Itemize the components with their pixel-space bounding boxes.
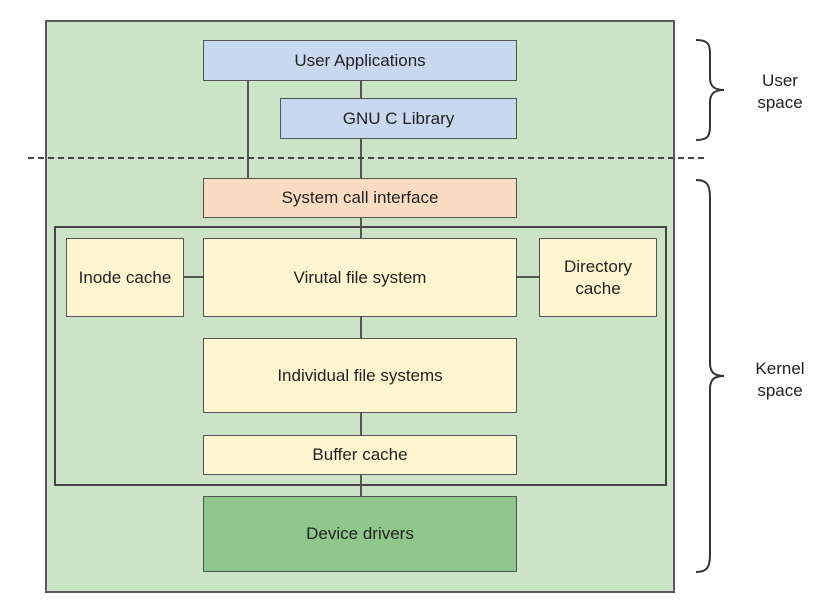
connector-buffer-to-drivers	[360, 475, 362, 496]
kernel-space-label: Kernel space	[740, 358, 820, 402]
inode-cache-label: Inode cache	[78, 267, 172, 287]
buffer-cache-box: Buffer cache	[203, 435, 517, 475]
user-space-label-line1: User	[762, 71, 798, 90]
connector-apps-to-libc	[360, 80, 362, 98]
directory-cache-box: Directory cache	[539, 238, 657, 317]
user-space-brace	[695, 39, 725, 141]
virtual-file-system-label: Virutal file system	[293, 267, 427, 287]
gnu-c-library-box: GNU C Library	[280, 98, 517, 139]
individual-file-systems-box: Individual file systems	[203, 338, 517, 413]
system-call-interface-box: System call interface	[203, 178, 517, 218]
connector-apps-to-syscall	[247, 80, 249, 178]
user-applications-box: User Applications	[203, 40, 517, 81]
device-drivers-label: Device drivers	[306, 524, 414, 543]
user-space-label: User space	[740, 70, 820, 114]
connector-individual-fs-to-buffer	[360, 413, 362, 435]
connector-inode-to-vfs	[184, 276, 204, 278]
connector-vfs-to-dircache	[516, 276, 539, 278]
buffer-cache-label: Buffer cache	[312, 445, 408, 464]
gnu-c-library-label: GNU C Library	[342, 108, 455, 128]
user-applications-label: User Applications	[294, 50, 426, 70]
individual-file-systems-label: Individual file systems	[277, 365, 443, 385]
inode-cache-box: Inode cache	[66, 238, 184, 317]
directory-cache-label-line2: cache	[575, 278, 621, 298]
user-space-label-line2: space	[757, 93, 803, 112]
system-call-interface-label: System call interface	[281, 188, 439, 207]
device-drivers-box: Device drivers	[203, 496, 517, 572]
kernel-space-brace	[695, 179, 725, 573]
kernel-space-label-line1: Kernel	[755, 359, 805, 378]
connector-vfs-to-individual-fs	[360, 316, 362, 338]
user-kernel-boundary-line	[28, 157, 704, 159]
virtual-file-system-box: Virutal file system	[203, 238, 517, 317]
connector-syscall-to-vfs	[360, 218, 362, 238]
kernel-space-label-line2: space	[757, 381, 803, 400]
directory-cache-label-line1: Directory	[563, 256, 632, 276]
